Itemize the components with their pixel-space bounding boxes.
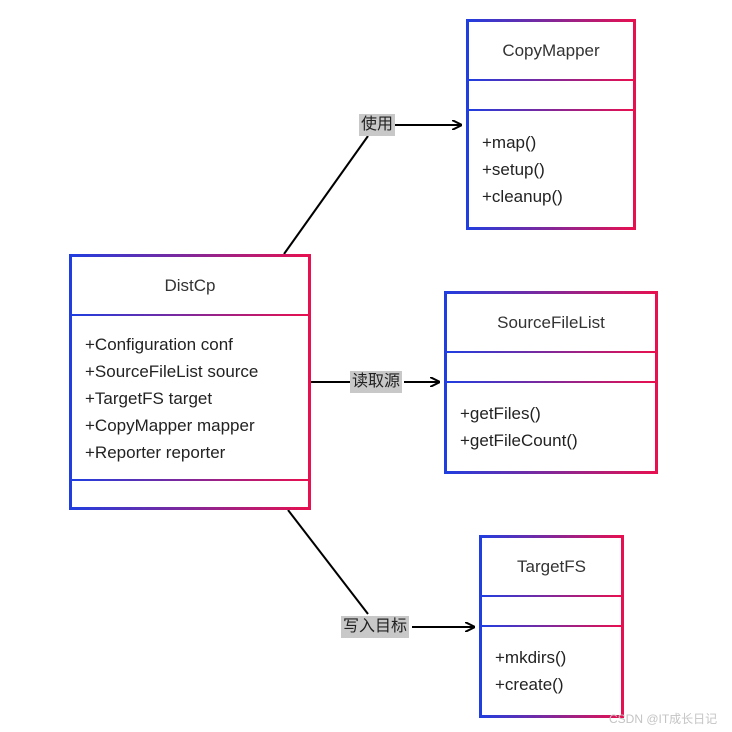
class-targetfs-method: +mkdirs() xyxy=(495,648,567,667)
class-sourcefilelist-divider-2 xyxy=(447,381,655,383)
class-distcp-name: DistCp xyxy=(164,275,216,295)
class-sourcefilelist-method: +getFiles() xyxy=(460,404,541,423)
watermark: CSDN @IT成长日记 xyxy=(609,712,718,726)
class-distcp-attributes: +Configuration conf +SourceFileList sour… xyxy=(72,331,308,466)
class-copymapper-divider-2 xyxy=(469,109,633,111)
class-targetfs-attributes xyxy=(482,597,621,625)
class-distcp-attribute: +Reporter reporter xyxy=(85,443,226,462)
class-targetfs-name: TargetFS xyxy=(517,556,586,576)
class-copymapper-method: +map() xyxy=(482,133,537,152)
class-targetfs-divider-2 xyxy=(482,625,621,627)
class-sourcefilelist[interactable]: SourceFileList +getFiles() +getFileCount… xyxy=(444,291,658,474)
edge-uses-line xyxy=(283,135,369,255)
class-distcp-attribute: +SourceFileList source xyxy=(85,362,259,381)
class-distcp-attribute: +CopyMapper mapper xyxy=(85,416,255,435)
class-copymapper-divider-1 xyxy=(469,79,633,81)
class-targetfs-methods: +mkdirs() +create() xyxy=(482,644,621,698)
edge-writes-target-line xyxy=(287,509,369,615)
class-sourcefilelist-attributes xyxy=(447,353,655,381)
class-sourcefilelist-method: +getFileCount() xyxy=(460,431,578,450)
class-copymapper[interactable]: CopyMapper +map() +setup() +cleanup() xyxy=(466,19,636,230)
class-copymapper-name: CopyMapper xyxy=(502,40,600,60)
class-distcp[interactable]: DistCp +Configuration conf +SourceFileLi… xyxy=(69,254,311,510)
edge-label-uses: 使用 xyxy=(359,114,396,136)
edge-writes-target xyxy=(287,509,474,627)
class-distcp-methods xyxy=(72,481,308,507)
class-targetfs-method: +create() xyxy=(495,675,564,694)
class-copymapper-methods: +map() +setup() +cleanup() xyxy=(469,129,633,210)
class-sourcefilelist-methods: +getFiles() +getFileCount() xyxy=(447,400,655,454)
class-sourcefilelist-divider-1 xyxy=(447,351,655,353)
class-sourcefilelist-name: SourceFileList xyxy=(497,312,605,332)
class-copymapper-attributes xyxy=(469,81,633,109)
class-distcp-attribute: +TargetFS target xyxy=(85,389,213,408)
edge-uses xyxy=(283,125,461,255)
edge-label-writes-target: 写入目标 xyxy=(341,616,410,638)
class-distcp-divider-2 xyxy=(72,479,308,481)
class-targetfs[interactable]: TargetFS +mkdirs() +create() xyxy=(479,535,624,718)
class-distcp-attribute: +Configuration conf xyxy=(85,335,233,354)
class-copymapper-method: +cleanup() xyxy=(482,187,563,206)
class-copymapper-method: +setup() xyxy=(482,160,545,179)
class-targetfs-divider-1 xyxy=(482,595,621,597)
class-distcp-divider-1 xyxy=(72,314,308,316)
edge-label-reads-source: 读取源 xyxy=(350,371,403,393)
